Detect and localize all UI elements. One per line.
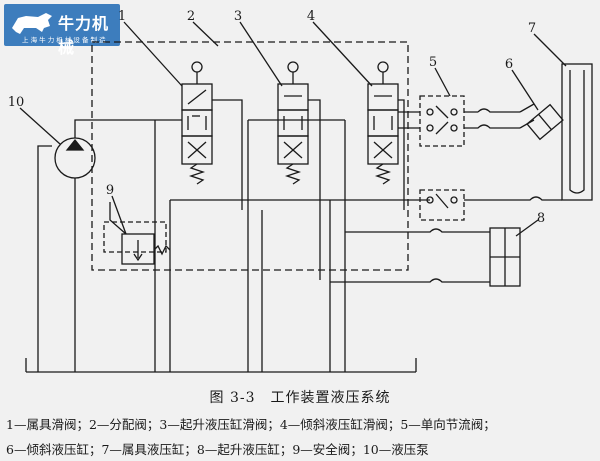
label-5: 5 [429,55,437,70]
throttle-valve-5 [419,95,465,147]
label-4: 4 [307,9,315,24]
valve-4-spool [367,61,399,185]
logo-text: 牛力机械 [58,14,110,57]
tank-line [37,145,52,372]
label-9: 9 [106,183,114,198]
label-10: 10 [8,95,25,110]
label-8: 8 [537,211,545,226]
label-3: 3 [234,9,242,24]
company-logo: 牛力机械 上 海 牛 力 机 械 设 备 制 造 [4,4,120,57]
figure-caption: 图 3-3 工作装置液压系统 [209,390,391,406]
lift-cylinder-8 [489,227,521,287]
label-6: 6 [505,57,513,72]
logo-subtitle: 上 海 牛 力 机 械 设 备 制 造 [22,36,106,44]
valve-3-spool [277,61,309,185]
label-1: 1 [118,9,126,24]
tilt-cylinder-6 [526,103,564,141]
label-7: 7 [528,21,536,36]
legend-line-1: 1—属具滑阀；2—分配阀；3—起升液压缸滑阀；4—倾斜液压缸滑阀；5—单向节流阀… [6,417,496,432]
distribution-valve-enclosure [91,41,409,271]
safety-valve-9 [121,233,155,265]
label-2: 2 [187,9,195,24]
throttle-valve-5b [419,189,465,221]
attachment-cylinder-7 [561,63,593,201]
legend-line-2: 6—倾斜液压缸；7—属具液压缸；8—起升液压缸；9—安全阀；10—液压泵 [6,442,429,457]
bull-logo-icon [12,13,52,34]
safety-valve-9-enclosure [103,221,167,253]
valve-1-spool [181,61,213,185]
